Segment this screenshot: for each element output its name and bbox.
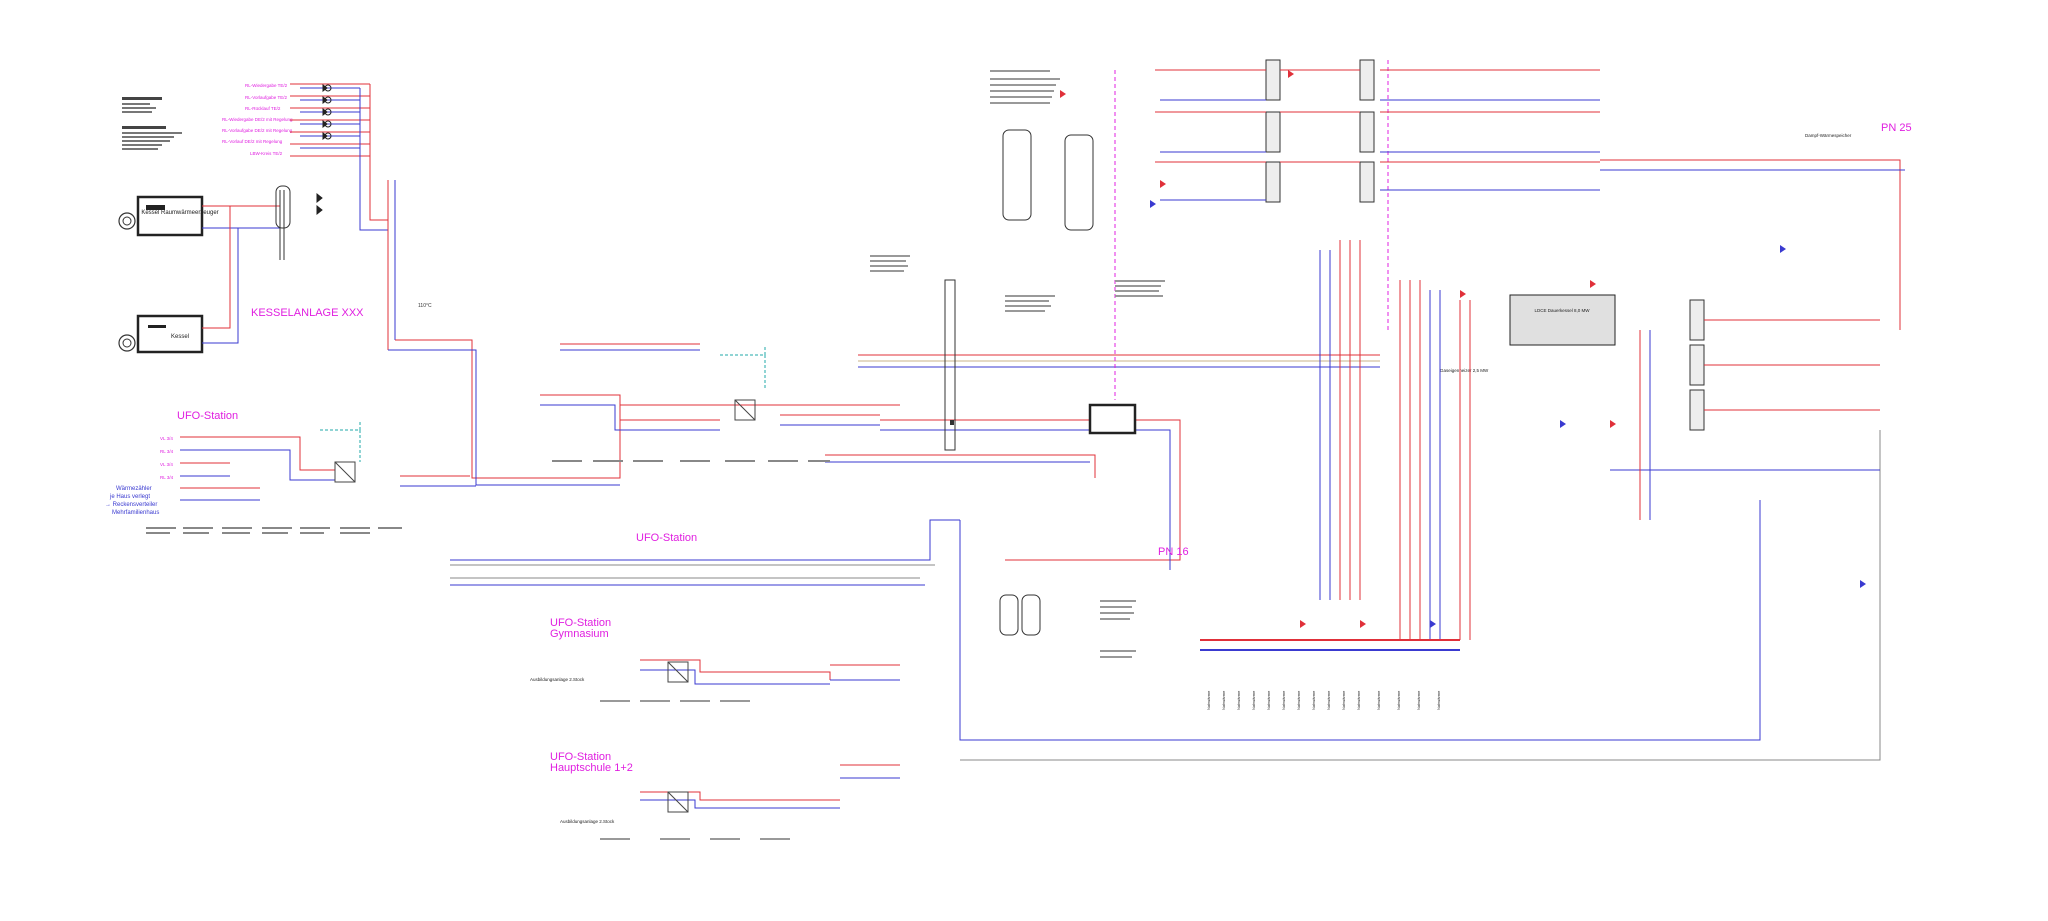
boiler-plant: Kessel Raumwärmeerzeuger Kessel RL-Wiede… [118,83,432,354]
ufo-center-title: UFO-Station [636,532,697,544]
outlet-15: Nahwärme [1436,690,1441,710]
boiler-piping [202,83,396,350]
ufo-station-center: UFO-Station [540,343,880,544]
outlet-3: Nahwärme [1236,690,1241,710]
pn25-label: PN 25 [1881,122,1912,134]
ufo-station-left: UFO-Station VL 3/4 RL 3/4 VL 3/4 RL 3/4 … [105,410,476,534]
ufo-station-gymnasium: UFO-Station Gymnasium Ausbildungsanlage … [530,617,900,685]
boiler-1-label: Kessel Raumwärmeerzeuger [141,210,218,216]
outlet-5: Nahwärme [1266,690,1271,710]
trunk-lines [388,159,1905,761]
outlet-8: Nahwärme [1311,690,1316,710]
consumer-label-2: RL-Vorlaufgabe TE/2 [245,95,287,100]
outlet-4: Nahwärme [1251,690,1256,710]
outlet-11: Nahwärme [1356,690,1361,710]
ufo-left-input-3: VL 3/4 [160,462,173,467]
ufo-left-blue-4: Mehrfamilienhaus [112,510,159,516]
outlet-12: Nahwärme [1376,690,1381,710]
valves-blue [1150,200,1866,628]
ludc-label: LDCE Dauerkessel 8,0 MW [1534,308,1590,313]
consumer-label-3: RL-Rücklauf TE/2 [245,106,281,111]
distribution-manifold: Nahwärme Nahwärme Nahwärme Nahwärme Nahw… [1200,639,1460,710]
pn16-label: PN 16 [1158,546,1189,558]
ufo-left-input-1: VL 3/4 [160,436,173,441]
consumer-label-4: RL-Wiedergabe DE/2 mit Regelung [222,117,293,122]
ufo-gym-title-2: Gymnasium [550,628,609,640]
boiler-2: Kessel [118,314,204,354]
consumer-label-5: RL-Vorlaufgabe DE/2 mit Regelung [222,128,293,133]
consumer-label-1: RL-Wiedergabe TE/2 [245,83,288,88]
ufo-station-hauptschule: UFO-Station Hauptschule 1+2 Ausbildungsa… [550,751,900,824]
outlet-2: Nahwärme [1221,690,1226,710]
pn25-caption: Dampf-Wärmespeicher [1805,133,1852,138]
spec-text-blocks [600,70,1165,840]
outlet-7: Nahwärme [1296,690,1301,710]
boiler-consumer-labels: RL-Wiedergabe TE/2 RL-Vorlaufgabe TE/2 R… [222,83,293,156]
outlet-10: Nahwärme [1341,690,1346,710]
kessel-title: KESSELANLAGE XXX [251,307,364,319]
ufo-haupt-title-2: Hauptschule 1+2 [550,762,633,774]
outlet-9: Nahwärme [1326,690,1331,710]
boiler-pumps [316,84,332,216]
ufo-left-input-2: RL 3/4 [160,449,174,454]
outlet-1: Nahwärme [1206,690,1211,710]
consumer-label-7: LBW-Kreis TE/2 [250,151,283,156]
ufo-gym-title-1: UFO-Station [550,617,611,629]
consumer-label-6: RL-Vorlauf DE/2 mit Regelung [222,139,283,144]
valves [1060,70,1616,628]
ufo-left-blue-2: je Haus verlegt [109,494,150,500]
ufo-haupt-note-1: Ausbildungsanlage 2.Stock [560,819,615,824]
outlet-6: Nahwärme [1281,690,1286,710]
gas-label: Gaseigenheizer 2,5 MW [1440,368,1489,373]
outlet-13: Nahwärme [1396,690,1401,710]
ufo-left-input-4: RL 3/4 [160,475,174,480]
ufo-gym-note-1: Ausbildungsanlage 2.Stock [530,677,585,682]
boiler-notes [122,97,182,150]
outlet-14: Nahwärme [1416,690,1421,710]
ufo-left-blue-1: Wärmezähler [116,486,152,492]
kessel-temp: 110°C [418,303,432,309]
ufo-haupt-title-1: UFO-Station [550,751,611,763]
ufo-left-title: UFO-Station [177,410,238,422]
boiler-2-label: Kessel [171,334,189,340]
ufo-left-blue-3: → Reckensverteiler [105,502,157,508]
boiler-1: Kessel Raumwärmeerzeuger [118,195,219,237]
upper-right-piping [1114,60,1880,640]
central-plant: LDCE Dauerkessel 8,0 MW Gaseigenheizer 2… [944,59,1705,636]
